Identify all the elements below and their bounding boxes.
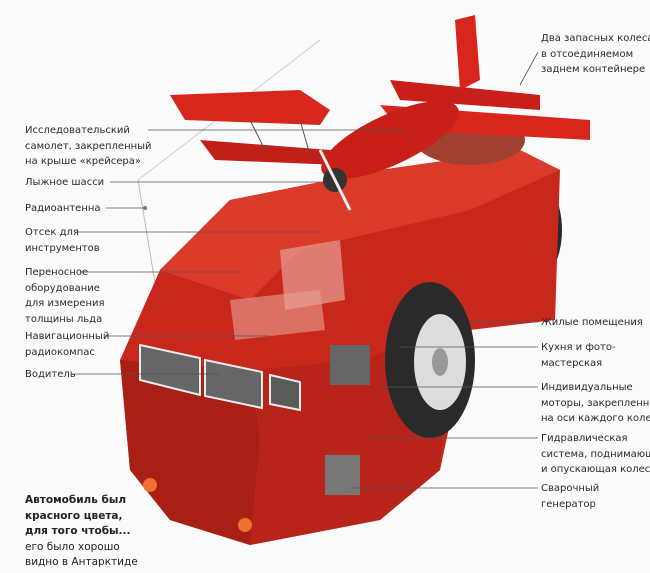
label-line: на оси каждого колеса	[541, 413, 650, 424]
interior-cutaway	[230, 290, 325, 340]
label-line: генератор	[541, 498, 596, 510]
label-line: моторы, закрепленные	[541, 397, 650, 409]
cab-window	[204, 358, 263, 410]
label-welder: Сварочный генератор	[541, 481, 599, 512]
label-radio-antenna: Радиоантенна	[25, 201, 101, 217]
label-line: мастерская	[541, 357, 603, 369]
label-spare-wheels: Два запасных колеса в отсоединяемом заднем…	[541, 31, 650, 78]
caption-bold-line: Автомобиль был	[25, 494, 127, 506]
label-line: Радиоантенна	[25, 203, 101, 214]
label-radio-compass: Навигационный радиокомпас	[25, 329, 109, 360]
label-ski-chassis: Лыжное шасси	[25, 175, 104, 191]
label-line: в отсоединяемом	[541, 48, 634, 60]
leader-lines-right	[350, 51, 539, 489]
caption-line: видно в Антарктиде	[25, 556, 138, 568]
cab-window	[269, 373, 301, 412]
instrument-bay-cutaway	[280, 240, 345, 310]
leader-lines-left	[72, 129, 405, 375]
label-line: Индивидуальные	[541, 382, 633, 393]
label-line: Лыжное шасси	[25, 177, 105, 188]
biplane	[170, 15, 590, 211]
label-line: и опускающая колеса	[541, 464, 650, 475]
caption-bold-line: для того чтобы...	[25, 525, 131, 537]
label-line: Сварочный	[541, 483, 600, 494]
caption-note: Автомобиль был красного цвета, для того чт…	[25, 493, 138, 571]
label-line: Навигационный	[25, 331, 110, 342]
caption-line: его было хорошо	[25, 540, 120, 553]
front-wheel	[385, 282, 475, 438]
label-hydraulics: Гидравлическая система, поднимающая и опус…	[541, 431, 650, 478]
label-line: на крыше «крейсера»	[25, 156, 142, 167]
headlight	[143, 478, 157, 492]
wheel-motor	[330, 345, 370, 385]
label-line: Отсек для	[25, 227, 79, 238]
label-living-quarters: Жилые помещения	[541, 315, 643, 331]
welding-generator	[325, 455, 360, 495]
label-line: Два запасных колеса	[541, 33, 650, 44]
label-line: для измерения	[25, 298, 105, 309]
label-motors: Индивидуальные моторы, закрепленные на оси…	[541, 380, 650, 427]
label-line: радиокомпас	[25, 346, 95, 358]
label-line: инструментов	[25, 242, 100, 254]
label-line: толщины льда	[25, 313, 103, 325]
label-line: заднем контейнере	[541, 64, 646, 75]
label-driver: Водитель	[25, 367, 76, 383]
label-line: Кухня и фото-	[541, 342, 616, 353]
cab-window	[139, 343, 201, 397]
vehicle-body	[120, 150, 560, 545]
label-ice-equipment: Переносное оборудование для измерения толщи…	[25, 265, 105, 327]
label-line: Переносное	[25, 267, 89, 278]
caption-bold-line: красного цвета,	[25, 509, 123, 522]
label-line: оборудование	[25, 282, 100, 294]
antenna-pointer-dot	[143, 206, 147, 210]
label-line: Исследовательский	[25, 125, 130, 136]
label-instrument-bay: Отсек для инструментов	[25, 225, 100, 256]
label-line: Жилые помещения	[541, 317, 643, 328]
label-research-plane: Исследовательский самолет, закрепленный на…	[25, 123, 152, 170]
label-line: система, поднимающая	[541, 448, 650, 460]
label-line: Водитель	[25, 369, 76, 380]
headlight	[238, 518, 252, 532]
label-kitchen: Кухня и фото-мастерская	[541, 340, 616, 371]
label-line: самолет, закрепленный	[25, 140, 152, 152]
label-line: Гидравлическая	[541, 433, 628, 444]
